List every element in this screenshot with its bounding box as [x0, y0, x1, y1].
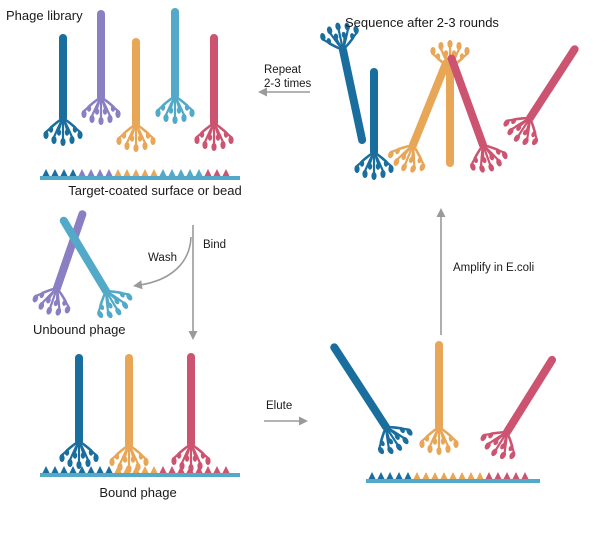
phage-sequence-2: [354, 68, 394, 180]
elute-arrow: [264, 416, 308, 426]
bind-label: Bind: [203, 239, 227, 251]
arrows-layer: [133, 87, 446, 426]
repeat-arrow: [258, 87, 310, 97]
phage-bound-2: [109, 354, 149, 473]
amplify-label: Amplify in E.coli: [453, 262, 535, 274]
phage-unbound-1: [32, 210, 87, 316]
phage-bound-1: [59, 354, 99, 469]
phage-elute-2: [419, 341, 459, 455]
wash-label: Wash: [148, 252, 177, 264]
phage-library-4: [155, 8, 195, 124]
target-surface-top: [40, 169, 240, 180]
phage-library-3: [116, 38, 156, 152]
phage-unbound-2: [59, 216, 133, 319]
phage-library-label: Phage library: [6, 8, 83, 23]
phage-sequence-1: [320, 22, 367, 144]
phage-sequence-3: [388, 59, 450, 173]
repeat-label-line2: 2-3 times: [264, 78, 312, 90]
phage-sequence-4: [430, 40, 470, 167]
sequence-after-label: Sequence after 2-3 rounds: [345, 15, 499, 30]
repeat-label-line1: Repeat: [264, 64, 302, 76]
unbound-phage-label: Unbound phage: [33, 322, 126, 337]
phage-library-5: [194, 34, 234, 151]
elute-label: Elute: [266, 400, 293, 412]
phage-library-2: [81, 10, 121, 125]
amplify-arrow: [436, 208, 446, 335]
bind-arrow: [188, 225, 198, 340]
wash-arrow: [133, 236, 192, 290]
target-surface-label: Target-coated surface or bead: [68, 183, 242, 198]
phage-library-1: [43, 34, 83, 146]
phage-bound-3: [171, 353, 211, 472]
target-surface-elute: [366, 472, 540, 483]
phages-layer: [32, 8, 579, 473]
bound-phage-label: Bound phage: [99, 485, 177, 500]
phage-sequence-5: [447, 54, 508, 173]
phage-sequence-6: [503, 45, 579, 146]
phage-elute-1: [330, 343, 413, 455]
phage-elute-3: [480, 355, 557, 460]
